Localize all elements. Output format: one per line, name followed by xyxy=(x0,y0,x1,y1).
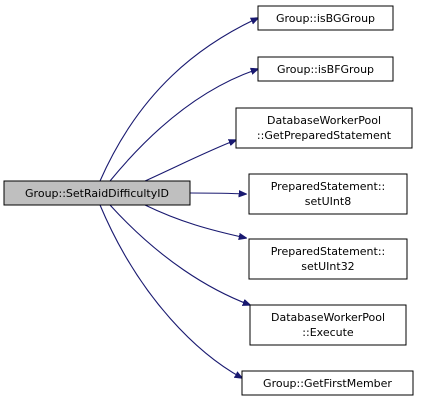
node-isbggroup[interactable]: Group::isBGGroup xyxy=(257,5,394,31)
node-getfirstmember[interactable]: Group::GetFirstMember xyxy=(241,370,414,396)
edge-to-setuint8 xyxy=(189,193,246,194)
node-getpreparedstatement-label-line1: DatabaseWorkerPool xyxy=(267,114,381,127)
edge-to-getfirstmember xyxy=(99,204,242,378)
node-execute[interactable]: DatabaseWorkerPool ::Execute xyxy=(249,304,407,346)
node-isbggroup-box xyxy=(257,5,394,31)
node-execute-label-line2: ::Execute xyxy=(302,326,354,339)
node-isbggroup-label: Group::isBGGroup xyxy=(276,12,375,25)
node-isbfgroup[interactable]: Group::isBFGroup xyxy=(257,56,394,82)
node-execute-box xyxy=(249,304,407,346)
edge-to-getpreparedstatement xyxy=(144,140,236,182)
node-setuint32-box xyxy=(248,238,408,280)
edge-to-isbfgroup xyxy=(109,69,258,182)
node-setuint8-label-line1: PreparedStatement:: xyxy=(271,180,386,193)
node-root[interactable]: Group::SetRaidDifficultyID xyxy=(3,180,191,206)
node-getfirstmember-box xyxy=(241,370,414,396)
node-root-box xyxy=(3,180,191,206)
node-isbfgroup-box xyxy=(257,56,394,82)
node-setuint8-label-line2: setUInt8 xyxy=(305,195,351,208)
node-getfirstmember-label: Group::GetFirstMember xyxy=(263,377,392,390)
node-setuint8-box xyxy=(248,173,408,215)
edge-to-execute xyxy=(109,204,250,305)
node-setuint32[interactable]: PreparedStatement:: setUInt32 xyxy=(248,238,408,280)
node-getpreparedstatement[interactable]: DatabaseWorkerPool ::GetPreparedStatemen… xyxy=(235,107,413,149)
node-root-label: Group::SetRaidDifficultyID xyxy=(25,187,169,200)
edge-to-isbggroup xyxy=(99,18,258,182)
node-setuint32-label-line2: setUInt32 xyxy=(301,260,354,273)
node-setuint32-label-line1: PreparedStatement:: xyxy=(271,245,386,258)
node-getpreparedstatement-label-line2: ::GetPreparedStatement xyxy=(257,129,392,142)
node-execute-label-line1: DatabaseWorkerPool xyxy=(271,311,385,324)
node-isbfgroup-label: Group::isBFGroup xyxy=(277,63,374,76)
edge-to-setuint32 xyxy=(144,204,246,238)
node-getpreparedstatement-box xyxy=(235,107,413,149)
node-setuint8[interactable]: PreparedStatement:: setUInt8 xyxy=(248,173,408,215)
